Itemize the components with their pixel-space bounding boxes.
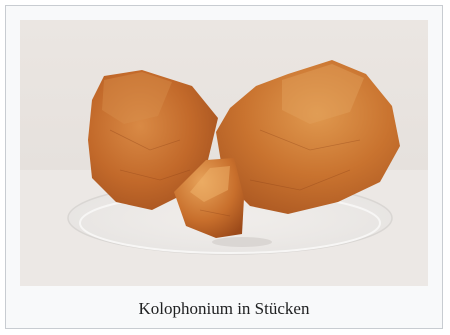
rosin-chunk-right	[216, 60, 400, 214]
rosin-photo[interactable]	[20, 20, 428, 286]
rosin-chunk-left	[88, 70, 218, 210]
rosin-illustration	[20, 20, 428, 286]
figure-caption: Kolophonium in Stücken	[138, 299, 310, 318]
thumbnail-frame: Kolophonium in Stücken	[5, 5, 443, 329]
